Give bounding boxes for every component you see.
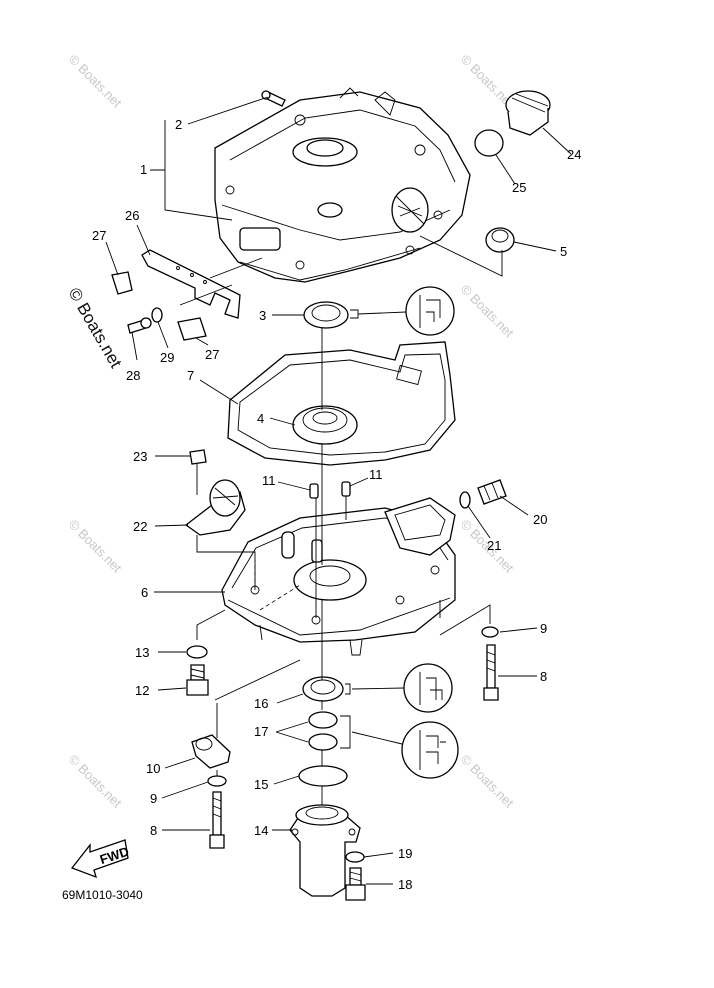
washer-29 bbox=[151, 307, 163, 323]
callout-23: 23 bbox=[133, 449, 147, 464]
callout-4: 4 bbox=[257, 411, 264, 426]
watermark: © Boats.net bbox=[458, 752, 517, 811]
watermark: © Boats.net bbox=[66, 517, 125, 576]
dowel-pin-11-right bbox=[341, 481, 351, 497]
washer-13 bbox=[186, 645, 208, 659]
housing-14 bbox=[289, 804, 361, 897]
bolt-8-left bbox=[209, 791, 225, 849]
clip-27-lower bbox=[177, 317, 207, 341]
oil-plug-24 bbox=[505, 90, 551, 136]
clamp-10 bbox=[191, 734, 231, 769]
part-code: 69M1010-3040 bbox=[62, 888, 143, 902]
callout-5: 5 bbox=[560, 244, 567, 259]
callout-29: 29 bbox=[160, 350, 174, 365]
callout-17: 17 bbox=[254, 724, 268, 739]
washer-9-left bbox=[207, 775, 227, 787]
crankcase-lower bbox=[221, 497, 456, 656]
bearing-4 bbox=[292, 405, 358, 445]
bolt-18 bbox=[345, 867, 366, 901]
gasket-7 bbox=[227, 341, 456, 466]
bolt-8-right bbox=[483, 644, 499, 701]
oil-seal-17-upper bbox=[308, 711, 338, 729]
callout-7: 7 bbox=[187, 368, 194, 383]
washer-9-right bbox=[481, 626, 499, 638]
seal-17-detail bbox=[401, 721, 459, 779]
callout-18: 18 bbox=[398, 877, 412, 892]
watermark: © Boats.net bbox=[66, 752, 125, 811]
leader-lines bbox=[105, 96, 572, 885]
callout-9-right: 9 bbox=[540, 621, 547, 636]
callout-8-left: 8 bbox=[150, 823, 157, 838]
callout-27-lower: 27 bbox=[205, 347, 219, 362]
bolt-20 bbox=[477, 479, 507, 505]
bolt-2 bbox=[261, 90, 286, 107]
callout-1: 1 bbox=[140, 162, 147, 177]
callout-labels: 2 1 24 25 26 27 5 3 29 27 28 7 4 23 11 1… bbox=[92, 117, 581, 892]
washer-19 bbox=[345, 851, 365, 863]
bracket-22 bbox=[184, 479, 246, 536]
callout-3: 3 bbox=[259, 308, 266, 323]
callout-6: 6 bbox=[141, 585, 148, 600]
seal-16-detail bbox=[403, 663, 453, 713]
callout-8-right: 8 bbox=[540, 669, 547, 684]
seal-3-detail bbox=[405, 286, 455, 336]
callout-15: 15 bbox=[254, 777, 268, 792]
assembly-lines bbox=[179, 257, 491, 805]
watermark-side: © Boats.net bbox=[65, 285, 126, 372]
callout-12: 12 bbox=[135, 683, 149, 698]
callout-22: 22 bbox=[133, 519, 147, 534]
callout-28: 28 bbox=[126, 368, 140, 383]
clip-27-upper bbox=[111, 271, 133, 295]
callout-27-upper: 27 bbox=[92, 228, 106, 243]
callout-26: 26 bbox=[125, 208, 139, 223]
screw-28 bbox=[127, 317, 152, 334]
callout-19: 19 bbox=[398, 846, 412, 861]
callout-9-left: 9 bbox=[150, 791, 157, 806]
watermark: © Boats.net bbox=[66, 52, 125, 111]
callout-16: 16 bbox=[254, 696, 268, 711]
callout-11-right: 11 bbox=[369, 467, 383, 482]
bolt-12 bbox=[186, 664, 209, 696]
callout-2: 2 bbox=[175, 117, 182, 132]
oil-seal-3 bbox=[303, 301, 349, 329]
o-ring-15 bbox=[298, 765, 348, 787]
callout-24: 24 bbox=[567, 147, 581, 162]
o-ring-25 bbox=[474, 129, 504, 157]
callout-11-left: 11 bbox=[262, 473, 276, 488]
callout-10: 10 bbox=[146, 761, 160, 776]
oil-seal-17-lower bbox=[308, 733, 338, 751]
crankcase-upper bbox=[214, 87, 471, 283]
oil-seal-16 bbox=[302, 676, 344, 702]
oil-seal-5 bbox=[485, 227, 515, 253]
bolt-23 bbox=[189, 449, 207, 495]
forward-arrow-icon: FWD bbox=[70, 839, 131, 879]
dowel-pin-11-left bbox=[309, 483, 319, 499]
watermark: © Boats.net bbox=[458, 282, 517, 341]
washer-21 bbox=[459, 491, 471, 509]
callout-13: 13 bbox=[135, 645, 149, 660]
callout-14: 14 bbox=[254, 823, 268, 838]
callout-21: 21 bbox=[487, 538, 501, 553]
callout-25: 25 bbox=[512, 180, 526, 195]
callout-20: 20 bbox=[533, 512, 547, 527]
